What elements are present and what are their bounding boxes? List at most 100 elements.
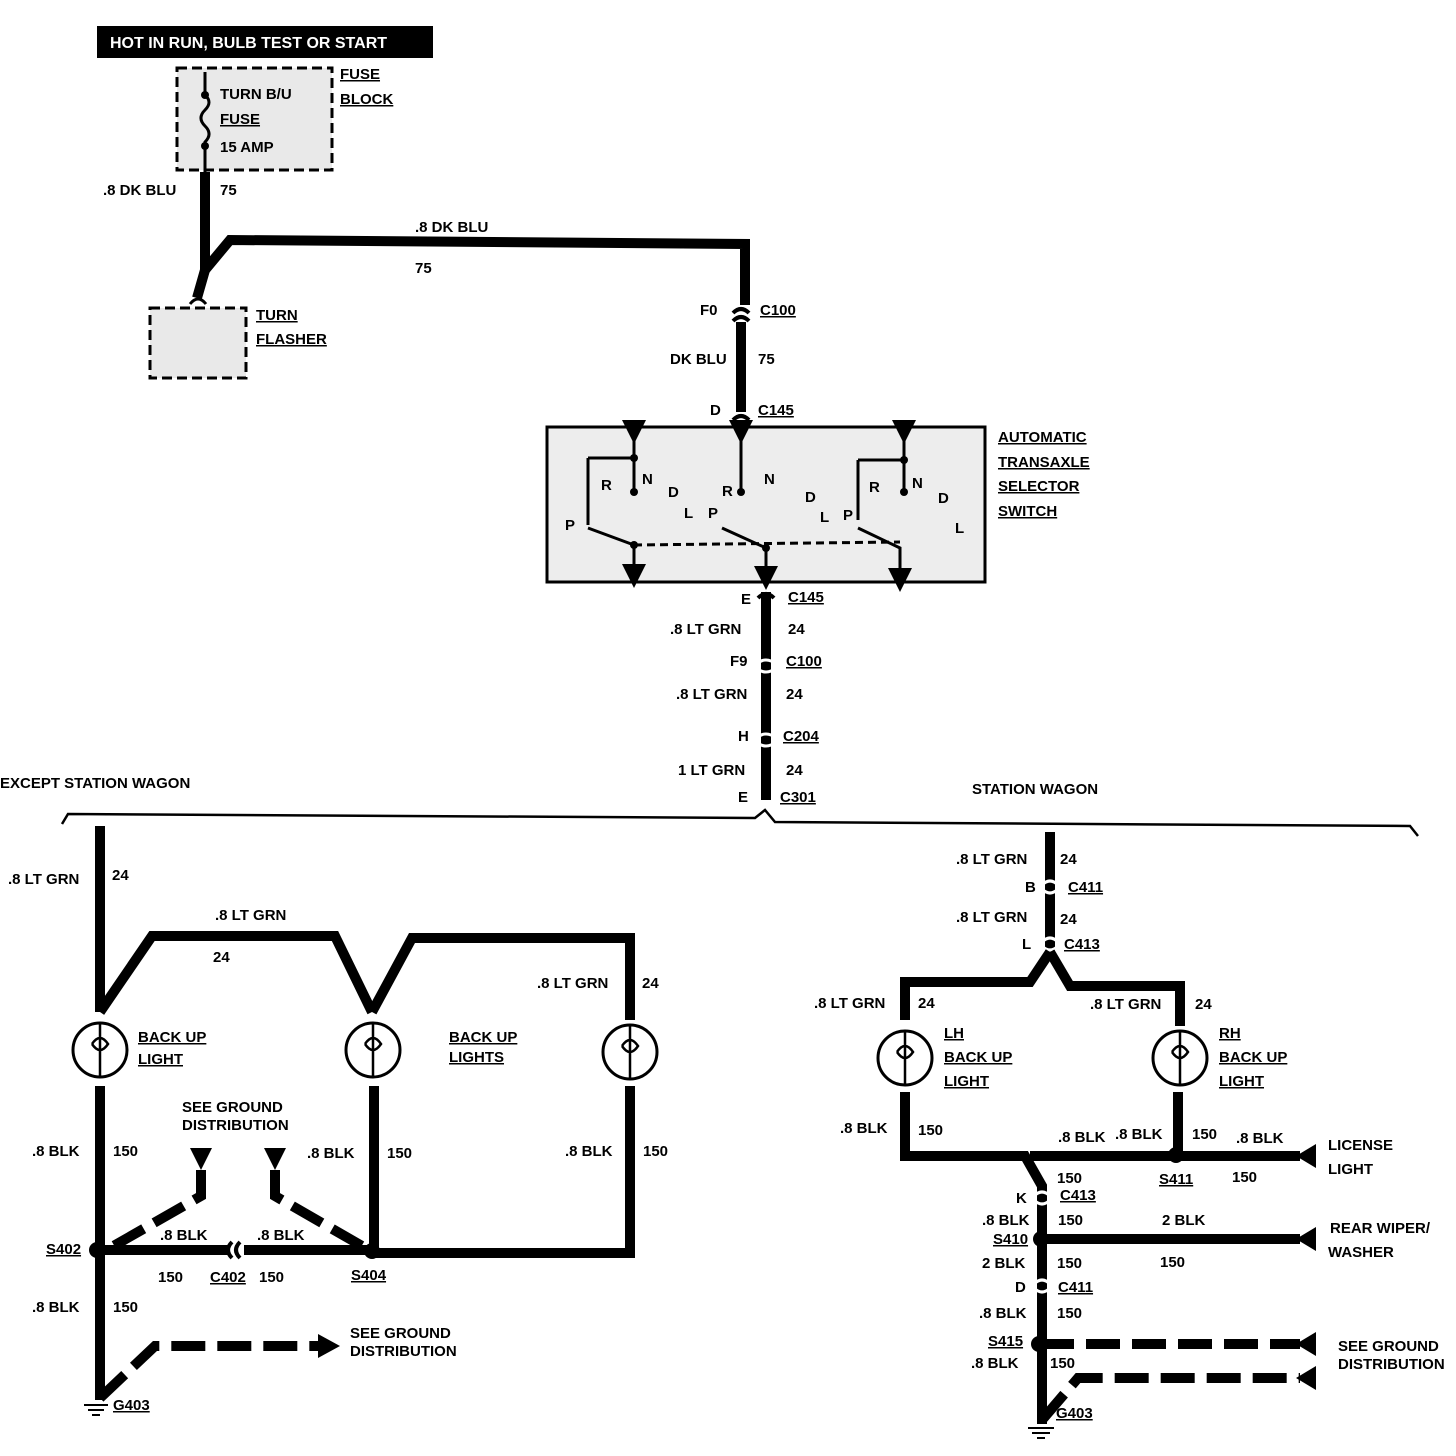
fuse-label-2: FUSE [220,111,260,128]
s411-label: S411 [1159,1171,1193,1188]
rh-label-2: BACK UP [1219,1049,1287,1066]
sw-b410-circuit: 150 [1058,1212,1083,1229]
g403-right-label: G403 [1056,1405,1093,1422]
sw-wr-color: .8 LT GRN [1090,996,1161,1013]
g2-R: R [722,483,733,500]
sw-b411-circuit: 150 [1057,1255,1082,1272]
g1-N: N [642,471,653,488]
backup-lights-label-2: LIGHTS [449,1049,504,1066]
sw-wiper-color: 2 BLK [1162,1212,1206,1229]
g2-P: P [708,505,718,522]
g1-P: P [565,517,575,534]
trunk-b-color: .8 LT GRN [676,686,747,703]
selector-label-2: TRANSAXLE [998,454,1090,471]
wire-w2-circuit: 75 [415,260,432,277]
lh-bulb-icon [876,1029,934,1087]
sw-w1-color: .8 LT GRN [956,851,1027,868]
c145-bot-pin: E [741,591,751,608]
ex-blk4-color: .8 BLK [160,1227,208,1244]
sw-b415b-color: .8 BLK [971,1355,1019,1372]
rh-label-3: LIGHT [1219,1073,1264,1090]
rh-label-1: RH [1219,1025,1241,1042]
s410-label: S410 [993,1231,1028,1248]
c413-connector [1040,936,1060,952]
ex-blk3-circuit: 150 [643,1143,668,1160]
sw-bl-circuit: 150 [918,1122,943,1139]
c411d-pin: D [1015,1279,1026,1296]
sw-gnd-label-1: SEE GROUND [1338,1338,1439,1355]
sw-bl-color: .8 BLK [840,1120,888,1137]
c413-pin: L [1022,936,1031,953]
g3-R: R [869,479,880,496]
ex-gnd-dist-2: DISTRIBUTION [182,1117,289,1134]
c411d-label: C411 [1058,1279,1093,1296]
ex-wire-top [95,931,377,1015]
wiper-arrow [1296,1227,1316,1251]
lh-label-1: LH [944,1025,964,1042]
license-arrow [1296,1144,1316,1168]
option-brace [60,808,1419,837]
c100-bot-pin: F9 [730,653,748,670]
selector-label-3: SELECTOR [998,478,1080,495]
turn-flasher-box [148,306,248,380]
ex-wire-right [367,933,635,1020]
fuse-label-3: 15 AMP [220,139,274,156]
station-wagon-title: STATION WAGON [972,781,1098,798]
fuse-block-box [175,66,334,172]
g3-L: L [955,520,964,537]
turn-flasher-label-2: FLASHER [256,331,327,348]
rh-bulb-icon [1151,1029,1209,1087]
c402-label: C402 [210,1269,246,1286]
wire-fuse-to-flasher [192,172,210,300]
trunk-c-circuit: 24 [786,762,803,779]
ground-symbol-left-icon [84,1404,108,1416]
c145-top-pin: D [710,402,721,419]
ex-w-left-color: .8 LT GRN [8,871,79,888]
sw-b415-color: .8 BLK [979,1305,1027,1322]
c145-top-connector [731,414,751,422]
ex-gnd-dist-1: SEE GROUND [182,1099,283,1116]
c301-label: C301 [780,789,816,806]
turn-flasher-label-1: TURN [256,307,298,324]
sw-wl-color: .8 LT GRN [814,995,885,1012]
s404-splice [364,1243,380,1259]
ex-dashed-ground [96,1341,320,1402]
ex-gnd-dist2-1: SEE GROUND [350,1325,451,1342]
c413k-connector [1032,1190,1052,1206]
ex-ground-right [374,1086,635,1258]
g3-N: N [912,475,923,492]
c413k-pin: K [1016,1190,1027,1207]
wire-fuse-to-c100 [201,234,750,305]
selector-group-1: P R N D L [565,432,901,588]
sw-bm-color: .8 BLK [1058,1129,1106,1146]
sw-br-color: .8 BLK [1236,1130,1284,1147]
s402-label: S402 [46,1241,81,1258]
s404-label: S404 [351,1267,387,1284]
backup-light-label-2: LIGHT [138,1051,183,1068]
c204-label: C204 [783,728,820,745]
ex-blk3-color: .8 BLK [565,1143,613,1160]
lh-label-2: BACK UP [944,1049,1012,1066]
fuse-block-title-1: FUSE [340,66,380,83]
sw-b415-circuit: 150 [1057,1305,1082,1322]
trunk-a-color: .8 LT GRN [670,621,741,638]
flasher-connector [188,297,208,305]
g3-P: P [843,507,853,524]
except-wagon-title: EXCEPT STATION WAGON [0,775,190,792]
wire-w3-color: DK BLU [670,351,727,368]
gnd-dist-arrow-2 [264,1148,286,1170]
fuse-icon [199,72,211,172]
ex-gnd-dist2-2: DISTRIBUTION [350,1343,457,1360]
selector-group-2: P R N D L [708,420,829,590]
c402-connector [226,1240,242,1260]
selector-label-4: SWITCH [998,503,1057,520]
c413-label: C413 [1064,936,1100,953]
g1-D: D [668,484,679,501]
ex-blk6-circuit: 150 [113,1299,138,1316]
fuse-label-1: TURN B/U [220,86,292,103]
power-header-bar [97,26,433,58]
sw-w2-color: .8 LT GRN [956,909,1027,926]
sw-j150: 150 [1057,1170,1082,1187]
wire-w3-circuit: 75 [758,351,775,368]
c145-bot-label: C145 [788,589,824,606]
